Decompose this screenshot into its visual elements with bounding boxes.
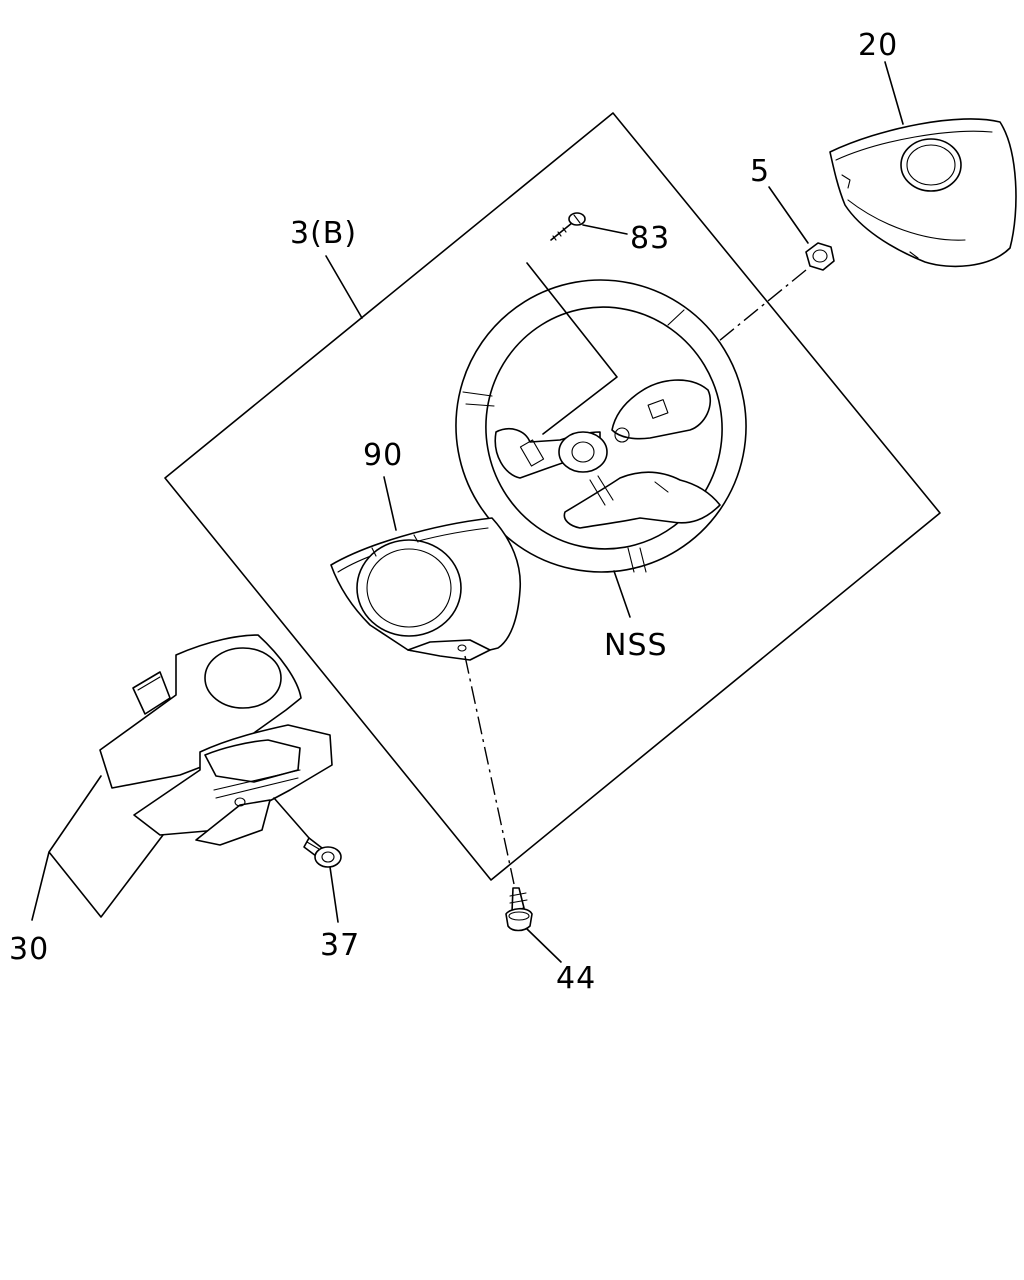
- leader-37: [329, 866, 339, 923]
- screw-37-assembly-line: [273, 797, 310, 839]
- leader-3b: [325, 255, 363, 319]
- leader-30: [31, 775, 164, 921]
- part-44-screw[interactable]: [505, 887, 533, 932]
- callout-83: 83: [630, 221, 670, 256]
- bolt-83-leader: [526, 262, 618, 435]
- part-83-bolt[interactable]: [550, 212, 586, 241]
- callout-3b: 3(B): [290, 216, 357, 251]
- leader-5: [768, 186, 809, 244]
- screw-44-assembly-line: [464, 655, 515, 885]
- part-30-combination-switch[interactable]: [99, 634, 333, 846]
- part-90-lower-cover[interactable]: [330, 517, 522, 661]
- leader-90: [383, 476, 397, 531]
- callout-90: 90: [363, 438, 403, 473]
- leader-20: [884, 61, 904, 125]
- part-37-screw[interactable]: [303, 837, 342, 868]
- leader-83: [582, 224, 628, 235]
- part-20-horn-pad[interactable]: [829, 118, 1017, 268]
- callout-20: 20: [858, 28, 898, 63]
- callout-nss: NSS: [604, 628, 668, 663]
- callout-37: 37: [320, 928, 360, 963]
- assembly-boundary: [164, 112, 941, 881]
- leader-44: [526, 928, 562, 963]
- part-5-nut[interactable]: [805, 242, 835, 271]
- part-nss-steering-wheel[interactable]: [433, 257, 769, 595]
- callout-30: 30: [9, 932, 49, 967]
- callout-44: 44: [556, 961, 596, 996]
- callout-5: 5: [750, 154, 770, 189]
- leader-nss: [613, 570, 631, 618]
